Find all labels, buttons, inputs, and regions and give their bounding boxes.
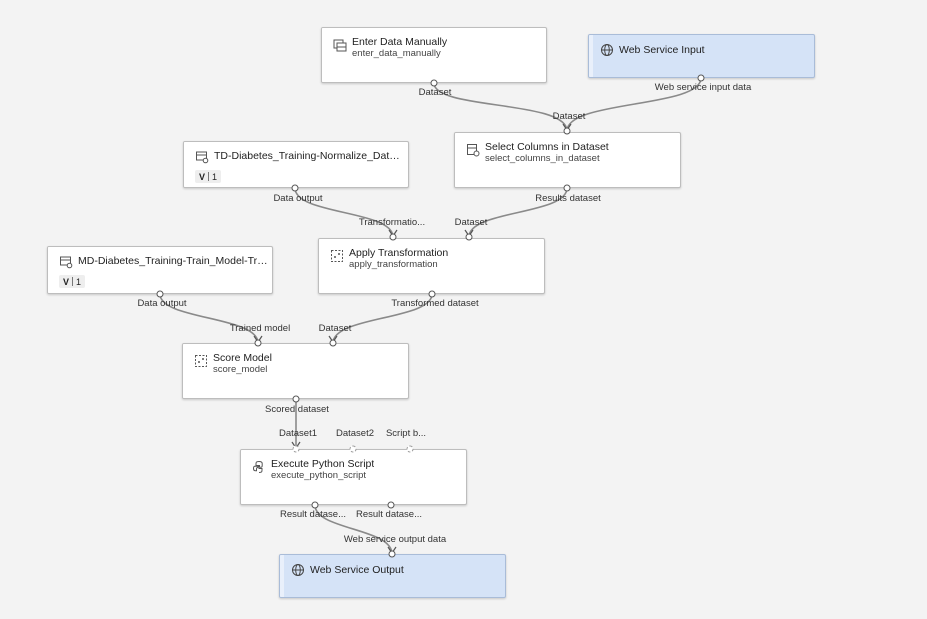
port-python-output-1[interactable] — [311, 501, 319, 509]
port-python-input-script-bundle[interactable] — [406, 445, 414, 453]
port-label: Dataset1 — [278, 428, 318, 439]
port-select-columns-input[interactable] — [563, 127, 571, 135]
node-accent — [589, 35, 593, 77]
port-label: Result datase... — [355, 509, 423, 520]
port-label: Dataset — [418, 87, 452, 98]
node-title: Execute Python Script — [271, 458, 375, 470]
wire-td-to-apply — [294, 187, 394, 238]
port-enter-data-output[interactable] — [430, 79, 438, 87]
port-label: Data output — [137, 298, 187, 309]
wire-python-to-output — [314, 504, 393, 555]
node-select-columns-in-dataset[interactable]: Select Columns in Dataset select_columns… — [454, 132, 681, 188]
version-number: 1 — [76, 276, 82, 287]
python-icon — [252, 460, 263, 473]
node-md-diabetes-train-model[interactable]: MD-Diabetes_Training-Train_Model-Train..… — [47, 246, 273, 294]
dataset-icon — [60, 256, 73, 269]
node-title: MD-Diabetes_Training-Train_Model-Train..… — [78, 255, 268, 267]
port-apply-input-transformation[interactable] — [389, 233, 397, 241]
table-settings-icon — [467, 144, 480, 157]
node-accent — [183, 344, 187, 398]
node-accent — [322, 28, 326, 82]
wire-webinput-to-select — [566, 77, 702, 132]
node-title: Enter Data Manually — [352, 36, 448, 48]
globe-icon — [292, 564, 304, 576]
port-label: Dataset — [318, 323, 352, 334]
module-icon — [331, 250, 343, 262]
node-subtitle: enter_data_manually — [352, 48, 441, 59]
port-apply-input-dataset[interactable] — [465, 233, 473, 241]
node-apply-transformation[interactable]: Apply Transformation apply_transformatio… — [318, 238, 545, 294]
port-label: Web service output data — [343, 534, 447, 545]
port-web-input-output[interactable] — [697, 74, 705, 82]
module-icon — [195, 355, 207, 367]
wire-md-to-score — [159, 293, 259, 344]
version-separator — [208, 172, 210, 181]
node-subtitle: select_columns_in_dataset — [485, 153, 600, 164]
port-score-input-trained-model[interactable] — [254, 339, 262, 347]
port-score-output[interactable] — [292, 395, 300, 403]
wire-apply-to-score — [332, 293, 433, 344]
node-accent — [319, 239, 323, 293]
table-icon — [333, 39, 347, 52]
node-web-service-input[interactable]: Web Service Input — [588, 34, 815, 78]
node-web-service-output[interactable]: Web Service Output — [279, 554, 506, 598]
version-prefix: V — [63, 276, 70, 287]
version-number: 1 — [212, 171, 218, 182]
version-separator — [72, 277, 74, 286]
node-subtitle: score_model — [213, 364, 268, 375]
port-label: Dataset2 — [335, 428, 375, 439]
port-label: Script b... — [385, 428, 427, 439]
node-accent — [48, 247, 52, 293]
node-title: Apply Transformation — [349, 247, 449, 259]
node-title: TD-Diabetes_Training-Normalize_Data-Tr..… — [214, 150, 404, 162]
node-accent — [184, 142, 188, 187]
port-td-output[interactable] — [291, 184, 299, 192]
port-label: Data output — [273, 193, 323, 204]
port-select-columns-output[interactable] — [563, 184, 571, 192]
port-label: Transformed dataset — [391, 298, 479, 309]
dataset-icon — [196, 151, 209, 164]
port-label: Dataset — [552, 111, 586, 122]
node-accent — [280, 555, 284, 597]
node-title: Score Model — [213, 352, 272, 364]
port-label: Web service input data — [654, 82, 752, 93]
port-label: Dataset — [454, 217, 488, 228]
globe-icon — [601, 44, 613, 56]
node-accent — [455, 133, 459, 187]
wire-enter-to-select — [433, 82, 568, 132]
port-web-output-input[interactable] — [388, 550, 396, 558]
node-subtitle: apply_transformation — [349, 259, 438, 270]
node-title: Select Columns in Dataset — [485, 141, 609, 153]
port-apply-output[interactable] — [428, 290, 436, 298]
port-md-output[interactable] — [156, 290, 164, 298]
port-label: Transformatio... — [358, 217, 426, 228]
wire-select-to-apply — [468, 187, 568, 238]
port-score-input-dataset[interactable] — [329, 339, 337, 347]
port-label: Scored dataset — [265, 404, 329, 415]
port-python-input-dataset1[interactable] — [292, 445, 300, 453]
node-title: Web Service Output — [310, 564, 404, 576]
node-title: Web Service Input — [619, 44, 705, 56]
node-execute-python-script[interactable]: Execute Python Script execute_python_scr… — [240, 449, 467, 505]
node-accent — [241, 450, 245, 504]
port-python-output-2[interactable] — [387, 501, 395, 509]
node-subtitle: execute_python_script — [271, 470, 367, 481]
node-enter-data-manually[interactable]: Enter Data Manually enter_data_manually — [321, 27, 547, 83]
node-td-diabetes-normalize[interactable]: TD-Diabetes_Training-Normalize_Data-Tr..… — [183, 141, 409, 188]
port-python-input-dataset2[interactable] — [349, 445, 357, 453]
port-label: Result datase... — [279, 509, 347, 520]
node-score-model[interactable]: Score Model score_model — [182, 343, 409, 399]
version-prefix: V — [199, 171, 206, 182]
port-label: Results dataset — [535, 193, 601, 204]
port-label: Trained model — [229, 323, 291, 334]
